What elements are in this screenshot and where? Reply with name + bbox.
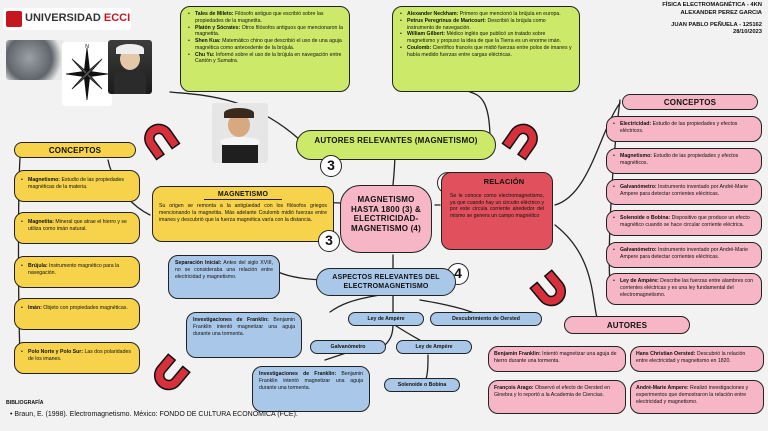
solenoid-node: Solenoide o Bobina — [384, 378, 460, 392]
oersted-discovery-node: Descubrimiento de Oersted — [430, 312, 542, 326]
relation-text: Se le conoce como electromagnetismo, ya … — [450, 192, 544, 219]
list-item: Petrus Peregrinus de Maricourt: Describi… — [399, 18, 573, 32]
concept-card: Polo Norte y Polo Sur: Las dos polaridad… — [14, 342, 140, 374]
authors-list-left: Tales de Mileto: Filósofo antiguo que es… — [180, 6, 350, 92]
magnetism-text: Su origen se remonta a la antigüedad con… — [159, 203, 327, 223]
concept-card: Magnetismo: Estudio de las propiedades m… — [14, 170, 140, 202]
franklin-research-node: Investigaciones de Franklin: Benjamin Fr… — [252, 366, 370, 412]
author-card: Benjamin Franklin: Intentó magnetizar un… — [488, 346, 626, 372]
concept-card: Imán: Objeto con propiedades magnéticas. — [14, 298, 140, 330]
concept-card: Galvanómetro: Instrumento inventado por … — [606, 179, 762, 205]
concept-card: Ley de Ampère: Describe las fuerzas entr… — [606, 273, 762, 305]
galvanometer-node: Galvanómetro — [310, 340, 386, 354]
portrait-gilbert-image — [212, 103, 268, 163]
number-badge: 3 — [320, 155, 342, 177]
logo-mark-icon — [6, 11, 22, 27]
magnetite-image — [6, 40, 64, 80]
relation-node: RELACIÓN Se le conoce como electromagnet… — [441, 172, 553, 250]
magnet-icon — [153, 353, 191, 391]
authors-title: AUTORES — [564, 316, 690, 334]
university-logo: UNIVERSIDAD ECCI — [3, 8, 131, 30]
list-item: Chu Yu: Informó sobre el uso de la brúju… — [187, 52, 343, 66]
authors-list-right: Alexander Neckham: Primero que mencionó … — [392, 6, 580, 92]
magnet-icon — [501, 123, 538, 161]
bibliography-item: • Braun, E. (1998). Electromagnetismo. M… — [10, 411, 298, 418]
course-label: FÍSICA ELECTROMAGNÉTICA - 4KN — [662, 2, 762, 8]
aspects-title: ASPECTOS RELEVANTES DEL ELECTROMAGNETISM… — [316, 268, 456, 296]
student-name-2: JUAN PABLO PEÑUELA - 125162 — [671, 21, 762, 28]
list-item: Coulomb: Científico francés que midió fu… — [399, 45, 573, 59]
student-name-1: ALEXANDER PEREZ GARCIA — [680, 9, 763, 16]
list-item: Alexander Neckham: Primero que mencionó … — [399, 11, 573, 18]
compass-rose-icon: N — [62, 42, 112, 106]
date-label: 28/10/2023 — [732, 29, 762, 36]
header-info: FÍSICA ELECTROMAGNÉTICA - 4KN ALEXANDER … — [592, 2, 762, 37]
list-item: Shen Kua: Matemático chino que describió… — [187, 38, 343, 52]
franklin-research-node: Investigaciones de Franklin: Benjamin Fr… — [186, 312, 302, 358]
bibliography-title: BIBLIOGRAFÍA — [6, 400, 44, 406]
list-item: Tales de Mileto: Filósofo antiguo que es… — [187, 11, 343, 25]
concept-card: Magnetismo: Estudio de las propiedades y… — [606, 148, 762, 174]
author-card: François Arago: Observó el efecto de Oer… — [488, 380, 626, 414]
magnetism-title: MAGNETISMO — [204, 190, 282, 201]
magnetism-node: MAGNETISMO Su origen se remonta a la ant… — [152, 186, 334, 242]
initial-separation-node: Separación Inicial: Antes del siglo XVII… — [168, 255, 280, 299]
concept-card: Galvanómetro: Instrumento inventado por … — [606, 242, 762, 268]
logo-name: UNIVERSIDAD — [25, 12, 101, 24]
concepts-left-title: CONCEPTOS — [14, 142, 136, 158]
logo-brand: ECCI — [103, 12, 131, 24]
central-topic: MAGNETISMO HASTA 1800 (3) & ELECTRICIDAD… — [340, 185, 432, 253]
concept-card: Brújula: Instrumento magnético para la n… — [14, 256, 140, 288]
portrait-coulomb-image — [108, 40, 152, 94]
list-item: William Gilbert: Médico inglés que publi… — [399, 31, 573, 45]
concept-card: Electricidad: Estudio de las propiedades… — [606, 116, 762, 142]
author-card: André-Marie Ampere: Realizó investigacio… — [630, 380, 764, 414]
magnet-icon — [529, 269, 567, 307]
list-item: Platón y Sócrates: Otros filósofos antig… — [187, 25, 343, 39]
logo-text: UNIVERSIDAD ECCI — [25, 12, 130, 24]
number-badge: 3 — [318, 230, 340, 252]
concepts-right-title: CONCEPTOS — [622, 94, 758, 110]
concept-card: Magnetita: Mineral que atrae el hierro y… — [14, 212, 140, 244]
svg-text:N: N — [85, 44, 89, 50]
relation-title: RELACIÓN — [483, 177, 525, 186]
ampere-law-node: Ley de Ampère — [396, 340, 472, 354]
concept-card: Solenoide o Bobina: Dispositivo que prod… — [606, 210, 762, 236]
magnet-icon — [144, 123, 181, 161]
ampere-law-node: Ley de Ampère — [348, 312, 424, 326]
author-card: Hans Christian Oersted: Descubrió la rel… — [630, 346, 764, 372]
